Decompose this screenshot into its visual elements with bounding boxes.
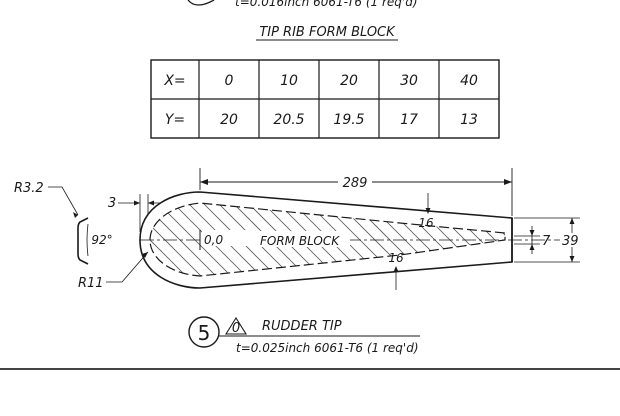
bend-angle-arc (86, 223, 89, 257)
table-cell-y-3: 17 (400, 112, 418, 128)
length-label-bg (338, 174, 372, 188)
table-cell-y-1: 20.5 (273, 112, 304, 128)
table-cell-x-0: 0 (225, 73, 234, 89)
table-title: TIP RIB FORM BLOCK (259, 25, 396, 40)
dim39-label: 39 (562, 234, 579, 249)
part-number-circle (188, 316, 220, 348)
form-block-outline (149, 202, 506, 277)
r-large-leader (106, 251, 149, 283)
table-y-label: Y= (165, 112, 185, 128)
table-cell-x-4: 40 (460, 73, 478, 89)
r-small-arrow (73, 212, 78, 218)
dim3-label: 3 (108, 196, 116, 211)
table-cell-y-0: 20 (220, 112, 238, 128)
angle-label: 92° (91, 233, 112, 247)
coordinate-table: X= 0 10 20 30 40 Y= 20 20.5 19.5 17 13 (150, 59, 500, 139)
part-spec: t=0.025inch 6061-T6 (1 req'd) (236, 341, 419, 355)
thick-top-arrow (425, 208, 431, 214)
dim7-label: 7 (542, 234, 551, 249)
part-title: RUDDER TIP (262, 319, 342, 334)
thick-bottom-label: 16 (388, 251, 404, 265)
thick-bottom-arrow (393, 266, 399, 272)
form-block-label: FORM BLOCK (260, 234, 340, 248)
origin-label-bg (202, 230, 258, 246)
length-label: 289 (343, 176, 368, 191)
table-cell-y-2: 19.5 (333, 112, 364, 128)
table-x-label: X= (163, 73, 185, 89)
origin-label: 0,0 (204, 233, 223, 247)
r-small-leader (48, 186, 79, 216)
revision-triangle (225, 316, 247, 335)
top-callout-circle-fragment (187, 0, 215, 6)
r-large-arrow (142, 252, 148, 258)
table-cell-y-4: 13 (460, 112, 478, 128)
table-cell-x-2: 20 (340, 73, 358, 89)
table-cell-x-1: 10 (280, 73, 298, 89)
top-note: t=0.016inch 6061-T6 (1 req'd) (235, 0, 418, 9)
revision-number: 0 (232, 321, 240, 336)
bend-detail (77, 217, 89, 265)
dim39-label-bg (560, 233, 584, 247)
table-cell-x-3: 30 (400, 73, 418, 89)
thick-top-label: 16 (418, 216, 434, 230)
part-number: 5 (198, 321, 211, 345)
dim7-arrows (529, 230, 535, 250)
r-large-label: R11 (78, 276, 104, 291)
r-small-label: R3.2 (14, 181, 44, 196)
form-block-label-bg (258, 231, 350, 247)
